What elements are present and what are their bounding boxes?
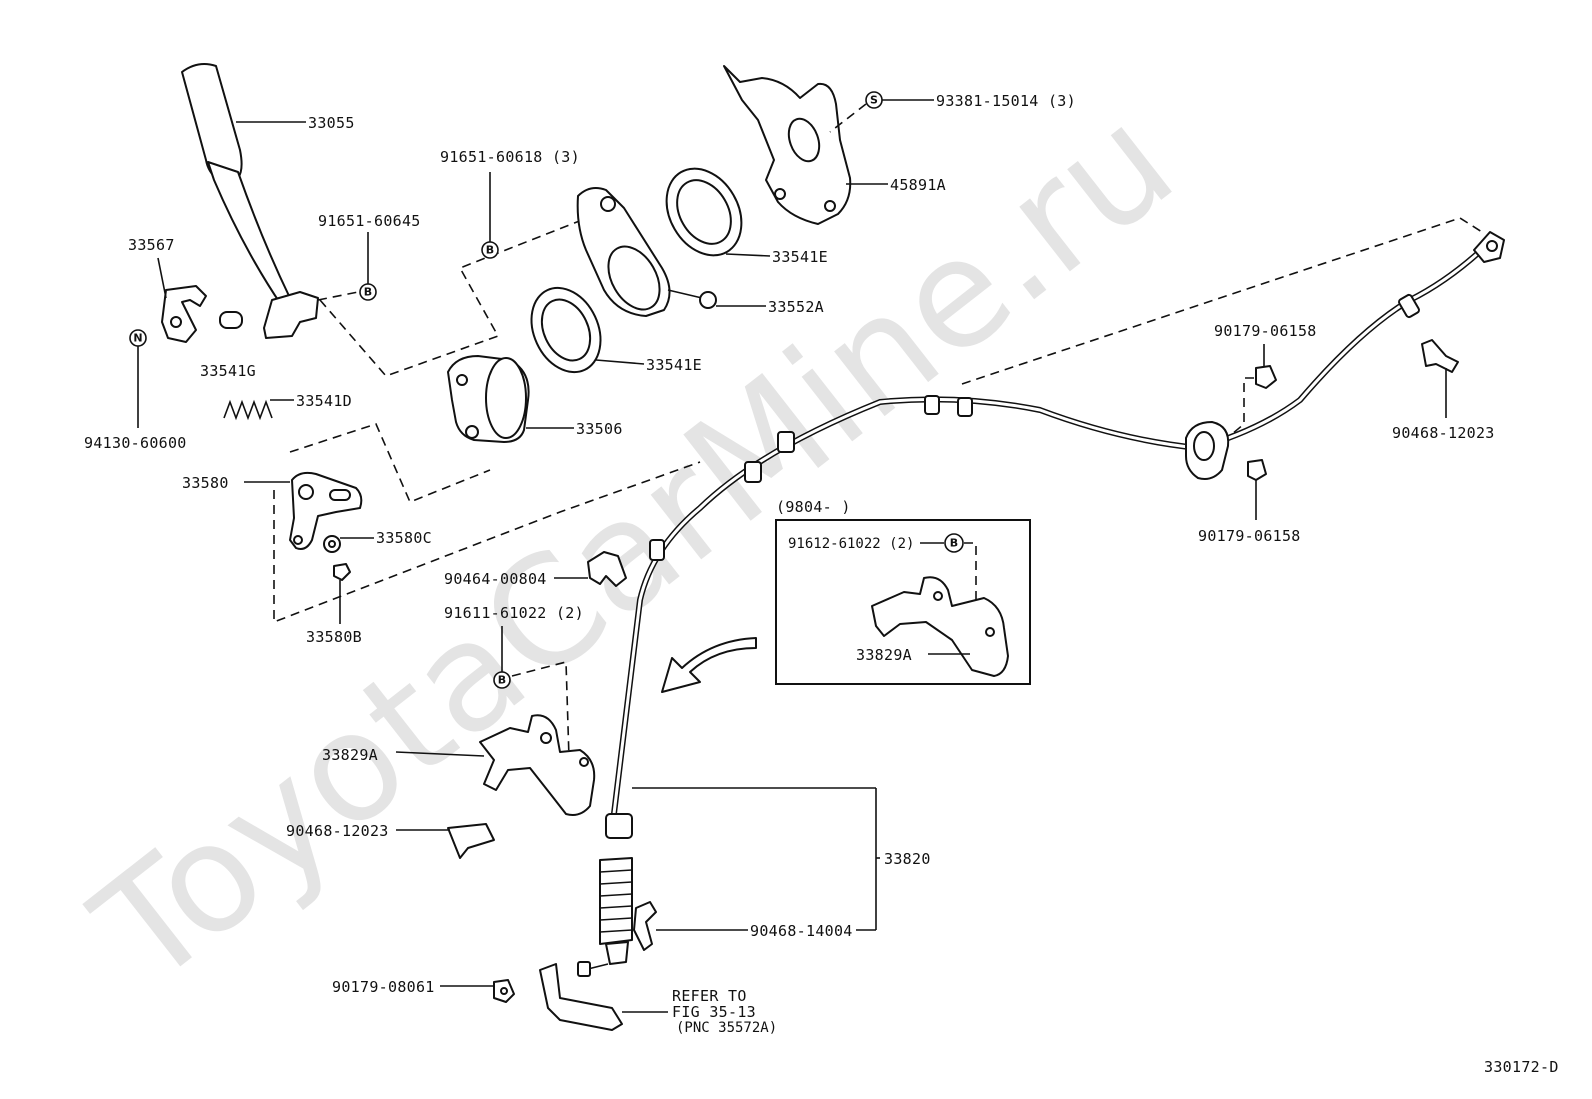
clip-33580B-part[interactable] bbox=[333, 563, 351, 581]
note-pnc: (PNC 35572A) bbox=[676, 1020, 777, 1036]
bolt-symbol-letter: B bbox=[498, 674, 506, 687]
label-94130-60600[interactable]: 94130-60600 bbox=[84, 434, 187, 452]
bracket-33829A-part[interactable] bbox=[479, 714, 596, 816]
diagram-id: 330172-D bbox=[1484, 1058, 1559, 1076]
seal-33541E-lower-part[interactable] bbox=[518, 277, 613, 384]
screw-symbol-letter: S bbox=[870, 94, 878, 107]
label-33580B[interactable]: 33580B bbox=[306, 628, 362, 646]
seal-33541E-upper-part[interactable] bbox=[652, 155, 757, 269]
lever-33580-part[interactable] bbox=[289, 471, 363, 550]
label-33541E-lower[interactable]: 33541E bbox=[646, 356, 702, 374]
label-33567[interactable]: 33567 bbox=[128, 236, 175, 254]
label-45891A[interactable]: 45891A bbox=[890, 176, 946, 194]
nut-90179-06158-upper-part[interactable] bbox=[1255, 365, 1277, 389]
label-90179-06158-upper[interactable]: 90179-06158 bbox=[1214, 322, 1317, 340]
label-90468-12023-right[interactable]: 90468-12023 bbox=[1392, 424, 1495, 442]
label-33506[interactable]: 33506 bbox=[576, 420, 623, 438]
inset-bracket-33829A-part[interactable] bbox=[871, 576, 1009, 677]
label-93381-15014[interactable]: 93381-15014 (3) bbox=[936, 92, 1076, 110]
label-33580C[interactable]: 33580C bbox=[376, 529, 432, 547]
bolt-symbol-letter: B bbox=[364, 286, 372, 299]
direction-arrow-icon bbox=[661, 637, 757, 693]
nut-90179-06158-lower-part[interactable] bbox=[1247, 459, 1267, 481]
pin-33541G-part[interactable] bbox=[219, 311, 243, 329]
label-33580[interactable]: 33580 bbox=[182, 474, 229, 492]
clip-90468-12023-right-part[interactable] bbox=[1421, 339, 1459, 373]
label-33552A[interactable]: 33552A bbox=[768, 298, 824, 316]
shift-lever-part[interactable] bbox=[181, 63, 319, 339]
spring-33541D-part[interactable] bbox=[223, 399, 273, 421]
note-refer-to: REFER TO bbox=[672, 987, 747, 1005]
label-91611-61022[interactable]: 91611-61022 (2) bbox=[444, 604, 584, 622]
clamp-90464-00804-part[interactable] bbox=[587, 551, 627, 587]
arm-33552A-part[interactable] bbox=[576, 187, 717, 318]
note-fig: FIG 35-13 bbox=[672, 1003, 756, 1021]
inset-label-33829A[interactable]: 33829A bbox=[856, 646, 912, 664]
label-33541E-upper[interactable]: 33541E bbox=[772, 248, 828, 266]
label-91651-60645[interactable]: 91651-60645 bbox=[318, 212, 421, 230]
housing-33506-part[interactable] bbox=[447, 355, 530, 443]
label-90468-14004[interactable]: 90468-14004 bbox=[750, 922, 853, 940]
inset-box: (9804- ) 91612-61022 (2) B 33829A bbox=[775, 498, 1031, 685]
lever-plate-part[interactable] bbox=[539, 963, 623, 1031]
bolt-symbol-letter: B bbox=[950, 537, 958, 550]
label-33820[interactable]: 33820 bbox=[884, 850, 931, 868]
bolt-symbol-letter: B bbox=[486, 244, 494, 257]
label-33541G[interactable]: 33541G bbox=[200, 362, 256, 380]
bracket-45891A-part[interactable] bbox=[723, 65, 852, 225]
inset-bolt-label[interactable]: 91612-61022 (2) bbox=[788, 536, 914, 552]
cable-33820-part[interactable] bbox=[577, 231, 1505, 977]
clip-90468-14004-part[interactable] bbox=[633, 901, 657, 951]
label-90179-08061[interactable]: 90179-08061 bbox=[332, 978, 435, 996]
label-33829A[interactable]: 33829A bbox=[322, 746, 378, 764]
clip-90468-12023-lower-part[interactable] bbox=[447, 823, 495, 859]
label-33055[interactable]: 33055 bbox=[308, 114, 355, 132]
inset-date-range: (9804- ) bbox=[776, 498, 851, 516]
label-91651-60618[interactable]: 91651-60618 (3) bbox=[440, 148, 580, 166]
clip-33567-part[interactable] bbox=[161, 285, 207, 343]
label-33541D[interactable]: 33541D bbox=[296, 392, 352, 410]
bolt-symbol-icon bbox=[944, 533, 964, 553]
label-90464-00804[interactable]: 90464-00804 bbox=[444, 570, 547, 588]
label-90179-06158-lower[interactable]: 90179-06158 bbox=[1198, 527, 1301, 545]
label-90468-12023-lower[interactable]: 90468-12023 bbox=[286, 822, 389, 840]
nut-symbol-letter: N bbox=[133, 332, 142, 345]
